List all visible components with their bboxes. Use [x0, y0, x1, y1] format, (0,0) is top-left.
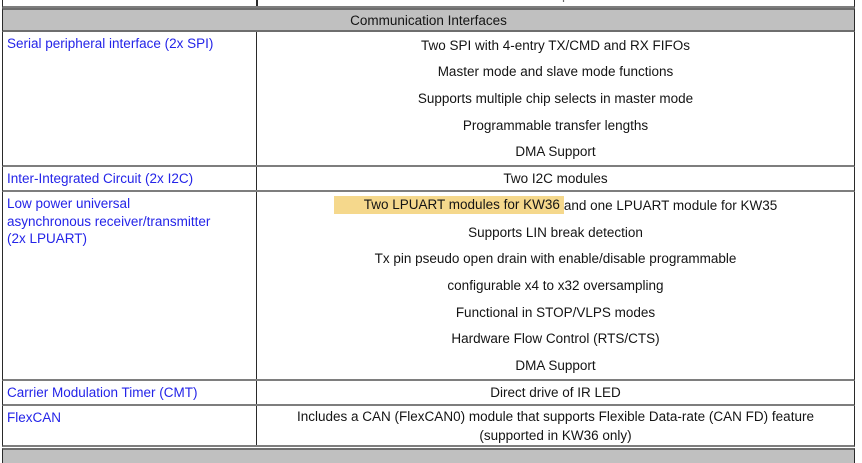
feature-cell: Two SPI with 4-entry TX/CMD and RX FIFOs…	[256, 32, 854, 165]
peripheral-label-line[interactable]: Serial peripheral interface (2x SPI)	[7, 36, 214, 51]
peripheral-label-cell[interactable]: Serial peripheral interface (2x SPI)	[3, 32, 256, 165]
feature-text: DMA Support	[515, 144, 596, 160]
feature-text: Functional in STOP/VLPS modes	[455, 304, 656, 320]
feature-text: configurable x4 to x32 oversampling	[447, 278, 664, 294]
peripheral-label-line[interactable]: Low power universal	[7, 196, 131, 211]
feature-cell: Direct drive of IR LED	[256, 381, 854, 404]
peripheral-label-line[interactable]: (2x LPUART)	[7, 231, 88, 246]
section-header-communication-interfaces: Communication Interfaces	[2, 8, 855, 32]
feature-cell: Two LPUART modules for KW36 and one LPUA…	[256, 192, 854, 379]
clipped-next-section-header	[2, 448, 855, 463]
table-row: Inter-Integrated Circuit (2x I2C) Two I2C…	[2, 167, 855, 192]
feature-text: Direct drive of IR LED	[490, 385, 621, 400]
feature-text: Two LPUART modules for KW36 and one LPUA…	[257, 192, 854, 219]
feature-text: DMA Support	[515, 358, 596, 374]
clipped-previous-row: functional in all power modes	[2, 0, 855, 8]
peripheral-label-line[interactable]: Carrier Modulation Timer (CMT)	[7, 385, 198, 400]
feature-text-line: Includes a CAN (FlexCAN0) module that su…	[297, 408, 814, 424]
table-row: Serial peripheral interface (2x SPI) Two …	[2, 32, 855, 167]
feature-cell: Includes a CAN (FlexCAN0) module that su…	[256, 406, 854, 445]
search-highlight: Two LPUART modules for KW36	[333, 196, 564, 215]
feature-text-multiline: Includes a CAN (FlexCAN0) module that su…	[257, 406, 854, 445]
peripheral-label-cell[interactable]: FlexCAN	[3, 406, 256, 445]
feature-cell: Two I2C modules	[256, 167, 854, 190]
section-header-label: Communication Interfaces	[350, 12, 507, 28]
peripheral-label-cell[interactable]: Inter-Integrated Circuit (2x I2C)	[3, 167, 256, 190]
table-row: FlexCAN Includes a CAN (FlexCAN0) module …	[2, 406, 855, 447]
feature-text: Tx pin pseudo open drain with enable/dis…	[374, 251, 737, 267]
table-row: Low power universal asynchronous receiver…	[2, 192, 855, 381]
feature-text: Programmable transfer lengths	[462, 117, 649, 133]
peripheral-label-cell[interactable]: Low power universal asynchronous receiver…	[3, 192, 256, 379]
feature-text: Supports LIN break detection	[468, 224, 643, 240]
feature-text: Hardware Flow Control (RTS/CTS)	[451, 331, 660, 347]
feature-text: Supports multiple chip selects in master…	[417, 90, 694, 106]
peripheral-label-line[interactable]: FlexCAN	[7, 410, 62, 425]
peripheral-label-line[interactable]: asynchronous receiver/transmitter	[7, 213, 211, 229]
clipped-previous-row-text: functional in all power modes	[258, 0, 854, 2]
table-body: Serial peripheral interface (2x SPI) Two …	[2, 32, 855, 447]
feature-text: Master mode and slave mode functions	[437, 64, 674, 80]
feature-text: Two I2C modules	[503, 171, 608, 186]
peripheral-label-line[interactable]: Inter-Integrated Circuit (2x I2C)	[7, 171, 194, 186]
peripheral-label-cell[interactable]: Carrier Modulation Timer (CMT)	[3, 381, 256, 404]
feature-text: Two SPI with 4-entry TX/CMD and RX FIFOs	[420, 37, 691, 53]
column-divider	[256, 0, 258, 6]
table-row: Carrier Modulation Timer (CMT) Direct dri…	[2, 381, 855, 406]
feature-text-line: (supported in KW36 only)	[479, 427, 632, 443]
feature-text-rest: and one LPUART module for KW35	[563, 197, 778, 213]
